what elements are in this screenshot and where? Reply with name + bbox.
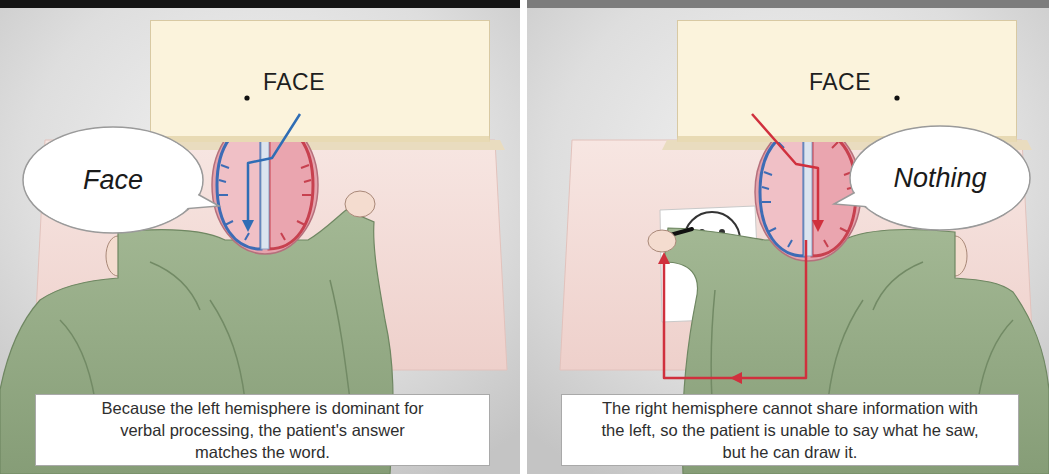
speech-bubble: Face	[21, 125, 205, 235]
panel-background	[0, 8, 520, 474]
arrowhead	[242, 220, 254, 232]
drawing-hand	[648, 230, 676, 252]
screen-word: FACE	[809, 69, 871, 96]
gyri-marks	[824, 142, 854, 247]
speech-text: Face	[83, 165, 143, 196]
speech-bubble: Nothing	[848, 124, 1032, 232]
gown-fold	[711, 262, 1013, 400]
photo-strip	[0, 0, 520, 8]
arrowhead	[658, 252, 670, 264]
brain-outline	[755, 123, 861, 261]
brain	[755, 123, 861, 261]
speech-text: Nothing	[893, 163, 986, 194]
bubble-fill	[851, 127, 1029, 229]
arrowhead	[730, 372, 742, 384]
display-screen: FACE	[677, 20, 1017, 142]
gyri-marks	[281, 135, 311, 240]
arrowhead	[812, 220, 824, 232]
caption-text: Because the left hemisphere is dominant …	[90, 397, 435, 463]
fist	[345, 191, 375, 217]
bubble-ellipse	[23, 127, 203, 233]
caption-text: The right hemisphere cannot share inform…	[598, 397, 983, 463]
midline	[804, 130, 812, 256]
gyri-marks	[762, 142, 792, 247]
right-hemisphere	[812, 130, 856, 256]
motor-pathway-arrow	[664, 240, 806, 378]
caption-box: The right hemisphere cannot share inform…	[561, 394, 1019, 466]
bubble-fill	[24, 128, 202, 232]
display-screen: FACE	[150, 20, 490, 142]
caption-box: Because the left hemisphere is dominant …	[35, 394, 490, 466]
photo-strip	[527, 0, 1049, 8]
panel-background	[527, 8, 1049, 474]
left-hemisphere	[760, 130, 804, 256]
gown-fold	[60, 262, 350, 400]
screen-word: FACE	[263, 69, 325, 96]
gyri-marks	[219, 135, 249, 240]
bubble-ellipse	[850, 126, 1030, 230]
